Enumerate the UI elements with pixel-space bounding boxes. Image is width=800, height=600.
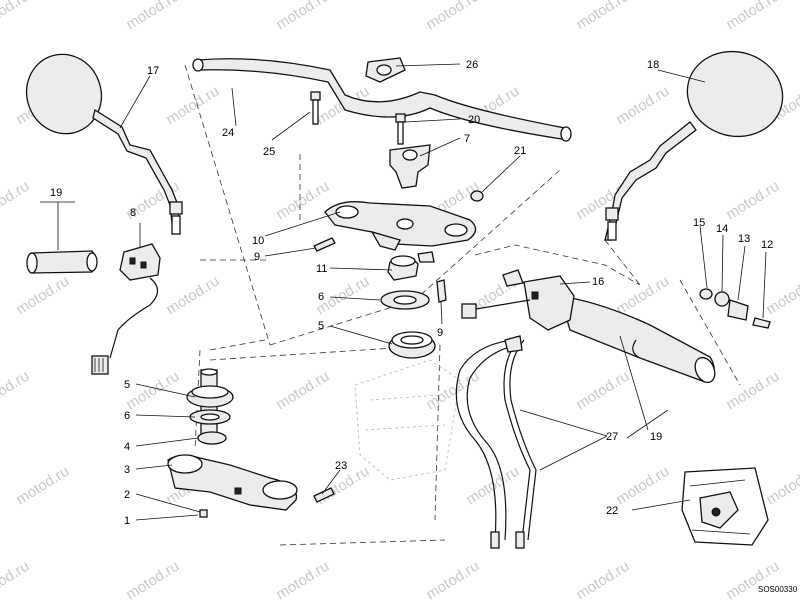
washer-icon (380, 290, 430, 310)
steering-nut-icon (387, 255, 419, 281)
callout-12: 12 (761, 239, 773, 251)
watermark-text: motod.ru (723, 0, 782, 33)
watermark-text: motod.ru (423, 368, 482, 414)
watermark-text: motod.ru (13, 463, 72, 509)
callout-4: 4 (124, 441, 130, 453)
callout-24: 24 (222, 127, 234, 139)
steering-stem-icon (167, 368, 335, 518)
grip-icon (26, 250, 98, 274)
watermark-text: motod.ru (0, 558, 32, 600)
callout-9-left: 9 (254, 251, 260, 263)
callout-6-lower: 6 (124, 410, 130, 422)
bearing-icon (388, 331, 436, 359)
drawing-code: SOS00330 (758, 585, 798, 594)
handlebar-clamp-base (389, 144, 431, 189)
watermark-text: motod.ru (573, 0, 632, 33)
parts-bag-icon (681, 467, 769, 546)
bar-end-parts (699, 288, 771, 329)
watermark-text: motod.ru (163, 273, 222, 319)
watermark-text: motod.ru (723, 368, 782, 414)
callout-1: 1 (124, 515, 130, 527)
watermark-text: motod.ru (273, 368, 332, 414)
watermark-text: motod.ru (123, 0, 182, 33)
callout-2: 2 (124, 489, 130, 501)
switch-housing-icon (91, 243, 161, 375)
watermark-text: motod.ru (273, 0, 332, 33)
watermark-text: motod.ru (573, 558, 632, 600)
callout-6-upper: 6 (318, 291, 324, 303)
callout-10: 10 (252, 235, 264, 247)
mirror-icon (604, 50, 784, 241)
callout-23: 23 (335, 460, 347, 472)
callout-9-right: 9 (437, 327, 443, 339)
watermark-text: motod.ru (123, 368, 182, 414)
grip-icon (559, 295, 716, 384)
callout-17: 17 (147, 65, 159, 77)
callout-labels: 1 2 3 4 5 5 6 6 7 8 9 9 10 11 12 13 14 1… (50, 59, 773, 527)
pinch-bolt-icon (313, 237, 447, 303)
watermark-text: motod.ru (13, 273, 72, 319)
watermark-text: motod.ru (573, 368, 632, 414)
cap-nut-icon (470, 190, 484, 202)
watermark-text: motod.ru (273, 558, 332, 600)
watermark-text: motod.ru (273, 178, 332, 224)
watermark-text: motod.ru (613, 463, 672, 509)
watermark-text: motod.ru (763, 273, 800, 319)
handlebar-icon (192, 58, 572, 142)
callout-26: 26 (466, 59, 478, 71)
watermark-text: motod.ru (0, 0, 32, 33)
bolt-icon (310, 91, 406, 145)
callout-15: 15 (693, 217, 705, 229)
leader-lines (40, 63, 767, 521)
handlebar-clamp-cap (365, 57, 406, 83)
watermark-text: motod.ru (613, 273, 672, 319)
watermark-text: motod.ru (0, 368, 32, 414)
watermark-text: motod.ru (763, 463, 800, 509)
triple-clamp-icon (324, 201, 477, 251)
watermark-text: motod.ru (723, 178, 782, 224)
callout-21: 21 (514, 145, 526, 157)
callout-3: 3 (124, 464, 130, 476)
callout-16: 16 (592, 276, 604, 288)
switch-housing-icon (461, 269, 575, 331)
watermark-text: motod.ru (0, 178, 32, 224)
callout-20: 20 (468, 114, 480, 126)
callout-19-right: 19 (650, 431, 662, 443)
callout-19-left: 19 (50, 187, 62, 199)
callout-13: 13 (738, 233, 750, 245)
callout-27: 27 (606, 431, 618, 443)
callout-25: 25 (263, 146, 275, 158)
callout-14: 14 (716, 223, 728, 235)
watermark-text: motod.ru (423, 0, 482, 33)
watermark-text: motod.ru (423, 558, 482, 600)
mirror-icon (25, 53, 183, 235)
cable-icon (455, 335, 537, 549)
callout-5-lower: 5 (124, 379, 130, 391)
callout-7: 7 (464, 133, 470, 145)
callout-11: 11 (316, 263, 327, 275)
callout-5-upper: 5 (318, 320, 324, 332)
callout-8: 8 (130, 207, 136, 219)
watermark-text: motod.ru (123, 558, 182, 600)
frame-ghost-outline (354, 359, 461, 481)
watermark-text: motod.ru (613, 83, 672, 129)
callout-18: 18 (647, 59, 659, 71)
watermark-text: motod.ru (463, 463, 522, 509)
callout-22: 22 (606, 505, 618, 517)
